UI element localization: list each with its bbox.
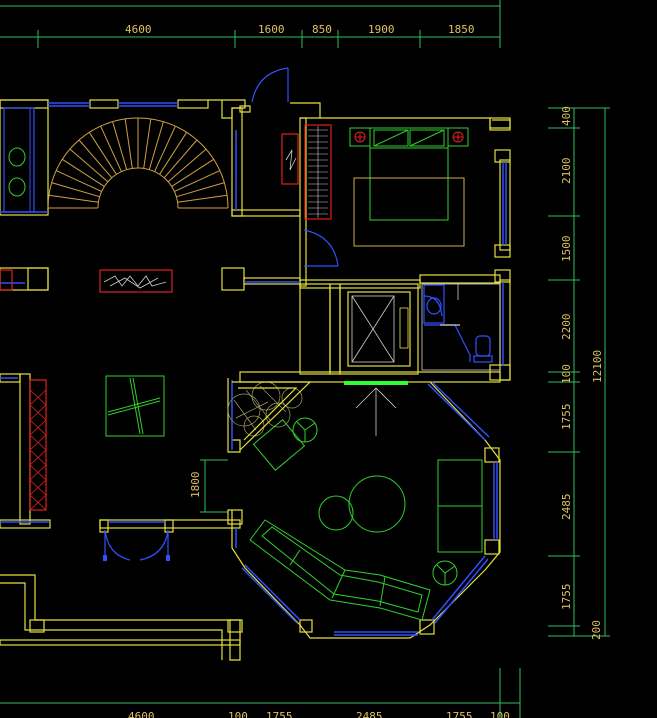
dim-right-5: 100 xyxy=(560,364,573,384)
walls xyxy=(0,99,511,661)
stair-tread xyxy=(62,158,105,187)
dim-right-4: 2200 xyxy=(560,314,573,341)
bottom-dimension-labels: 4600 100 1755 2485 1755 100 xyxy=(128,710,510,718)
dim-right-8: 1755 xyxy=(560,584,573,611)
stair-tread xyxy=(177,194,228,203)
bathroom-right-walls xyxy=(421,283,501,371)
stair-tread xyxy=(124,118,133,169)
doors xyxy=(104,67,443,561)
top-dimension-labels: 4600 1600 850 1900 1850 xyxy=(125,23,475,36)
dim-top-1: 4600 xyxy=(125,23,152,36)
stair-tread xyxy=(55,170,102,192)
ladder-grid xyxy=(308,126,328,218)
dim-right-2: 2100 xyxy=(560,158,573,185)
dim-top-2: 1600 xyxy=(258,23,285,36)
dim-bottom-2: 100 xyxy=(228,710,248,718)
right-dimension-group xyxy=(548,107,610,637)
dim-right-3: 1500 xyxy=(560,236,573,263)
bedroom xyxy=(349,127,469,247)
dim-top-5: 1850 xyxy=(448,23,475,36)
stair-tread xyxy=(48,194,99,203)
stair-tread xyxy=(88,132,117,175)
dim-right-total: 12100 xyxy=(591,350,604,383)
living-room-furniture xyxy=(105,375,483,621)
stair-tread xyxy=(100,125,122,172)
door-posts xyxy=(103,555,170,561)
stair-tread xyxy=(148,121,164,170)
stair-tread xyxy=(171,158,214,187)
stair-tread xyxy=(143,118,152,169)
curved-staircase xyxy=(47,117,229,209)
stair-tread xyxy=(174,170,221,192)
stair-tread xyxy=(167,148,207,183)
dim-bottom-4: 2485 xyxy=(356,710,383,718)
bedside-lamps xyxy=(354,131,464,143)
stair-tread xyxy=(112,121,128,170)
dim-bottom-6: 100 xyxy=(490,710,510,718)
right-dimension-labels: 400 2100 1500 2200 100 1755 2485 1755 20… xyxy=(560,106,604,640)
entry-highlight xyxy=(344,381,408,436)
stair-tread xyxy=(163,139,198,179)
stair-tread xyxy=(69,148,109,183)
corridor-wall-triangle xyxy=(232,381,312,451)
red-truss xyxy=(29,389,47,511)
bathroom-right xyxy=(423,284,493,363)
red-elements xyxy=(0,124,332,511)
dim-right-1: 400 xyxy=(560,106,573,126)
stair-tread xyxy=(159,132,188,175)
dim-right-6: 1755 xyxy=(560,404,573,431)
dim-right-9: 200 xyxy=(590,620,603,640)
dim-left-1800: 1800 xyxy=(189,472,202,499)
dim-top-4: 1900 xyxy=(368,23,395,36)
left-dimension-group xyxy=(200,459,228,513)
dim-top-3: 850 xyxy=(312,23,332,36)
plant-decoration xyxy=(103,275,167,289)
dim-bottom-3: 1755 xyxy=(266,710,293,718)
dim-bottom-5: 1755 xyxy=(446,710,473,718)
stair-tread xyxy=(176,182,225,198)
dim-bottom-1: 4600 xyxy=(128,710,155,718)
bottom-dimension-group xyxy=(0,668,521,718)
dim-right-7: 2485 xyxy=(560,494,573,521)
top-dimension-group xyxy=(0,0,501,48)
stair-tread xyxy=(78,139,113,179)
elevator-cross xyxy=(351,295,409,363)
bathroom-top-left xyxy=(3,107,35,213)
stair-tread xyxy=(154,125,176,172)
stair-tread xyxy=(51,182,100,198)
